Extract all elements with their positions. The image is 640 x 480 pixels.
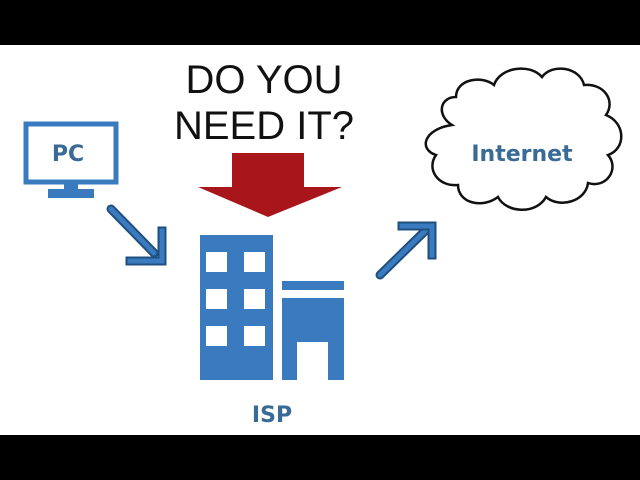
diagram-canvas: DO YOU NEED IT? PC bbox=[0, 45, 640, 435]
building-icon bbox=[200, 235, 344, 380]
isp-diagram: DO YOU NEED IT? PC bbox=[23, 58, 623, 428]
isp-label: ISP bbox=[252, 403, 292, 428]
down-arrow-icon bbox=[198, 153, 342, 217]
internet-label: Internet bbox=[471, 142, 573, 167]
arrow-pc-to-isp-icon bbox=[106, 204, 167, 266]
headline-line-1: DO YOU bbox=[185, 58, 342, 102]
pc-label: PC bbox=[52, 142, 84, 167]
headline-line-2: NEED IT? bbox=[174, 104, 354, 148]
cloud-icon bbox=[424, 67, 623, 211]
monitor-icon bbox=[23, 121, 119, 198]
arrow-isp-to-internet-icon bbox=[375, 221, 437, 280]
